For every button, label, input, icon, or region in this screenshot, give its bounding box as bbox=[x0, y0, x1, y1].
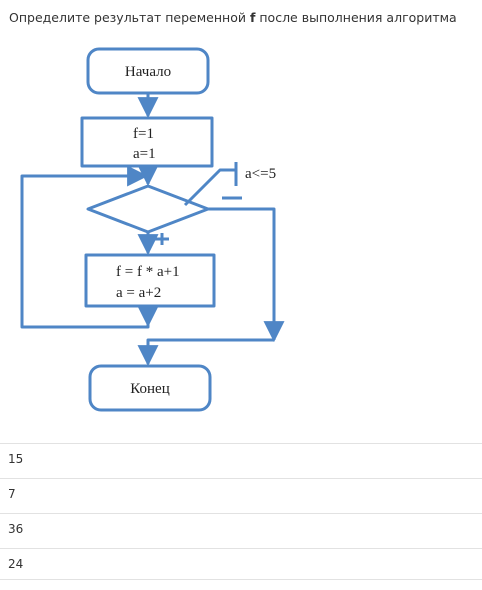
condition-label: a<=5 bbox=[245, 166, 276, 182]
start-label: Начало bbox=[125, 64, 171, 80]
question-text: Определите результат переменной f после … bbox=[9, 10, 479, 26]
init-line2: a=1 bbox=[133, 146, 156, 162]
decision-diamond bbox=[86, 184, 210, 234]
init-line1: f=1 bbox=[133, 126, 154, 142]
answer-option[interactable]: 15 bbox=[0, 443, 482, 475]
exit-line bbox=[208, 207, 285, 343]
answer-option[interactable]: 24 bbox=[0, 548, 482, 580]
answer-list: 15 7 36 24 bbox=[0, 443, 482, 583]
body-line2: a = a+2 bbox=[116, 285, 161, 301]
question-variable: f bbox=[249, 10, 256, 25]
arrow-to-end bbox=[137, 338, 274, 367]
condition-callout-line bbox=[183, 168, 236, 207]
end-label: Конец bbox=[130, 381, 169, 397]
flowchart-image: Начало f=1 a=1 a<=5 f = f * a+1 a = a+2 … bbox=[20, 47, 285, 412]
plus-sign bbox=[155, 233, 169, 245]
question-suffix: после выполнения алгоритма bbox=[255, 10, 457, 25]
answer-option[interactable]: 36 bbox=[0, 513, 482, 545]
answer-option[interactable]: 7 bbox=[0, 478, 482, 510]
body-line1: f = f * a+1 bbox=[116, 264, 180, 280]
question-prefix: Определите результат переменной bbox=[9, 10, 250, 25]
